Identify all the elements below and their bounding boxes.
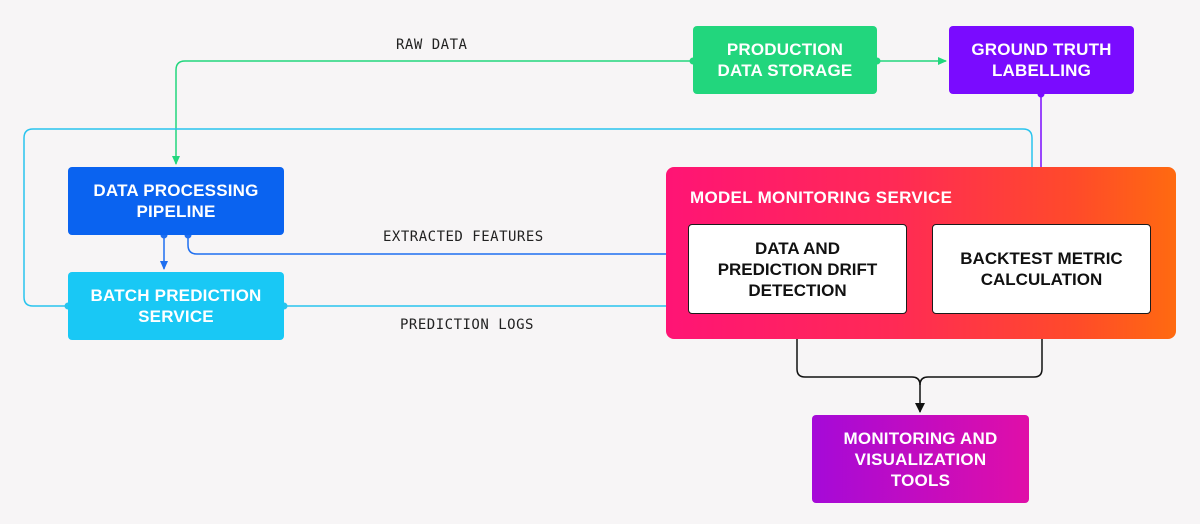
raw-data-label: RAW DATA — [396, 37, 468, 53]
edge-batch-to-backtest — [23, 128, 1036, 307]
batch-prediction-service-node: BATCH PREDICTION SERVICE — [68, 272, 284, 340]
edge-drift-to-tools — [796, 314, 921, 386]
extracted-features-label: EXTRACTED FEATURES — [383, 229, 544, 245]
edge-raw-data — [172, 60, 693, 165]
edge-backtest-to-tools — [915, 314, 1043, 413]
prediction-logs-label: PREDICTION LOGS — [400, 317, 534, 333]
model-monitoring-service-title: MODEL MONITORING SERVICE — [690, 188, 953, 207]
production-data-storage-node: PRODUCTION DATA STORAGE — [693, 26, 877, 94]
edge-extracted-features — [187, 235, 686, 258]
drift-detection-node: DATA AND PREDICTION DRIFT DETECTION — [688, 224, 907, 314]
data-processing-pipeline-node: DATA PROCESSING PIPELINE — [68, 167, 284, 235]
backtest-metric-node: BACKTEST METRIC CALCULATION — [932, 224, 1151, 314]
monitoring-visualization-tools-node: MONITORING AND VISUALIZATION TOOLS — [812, 415, 1029, 503]
ground-truth-labelling-node: GROUND TRUTH LABELLING — [949, 26, 1134, 94]
